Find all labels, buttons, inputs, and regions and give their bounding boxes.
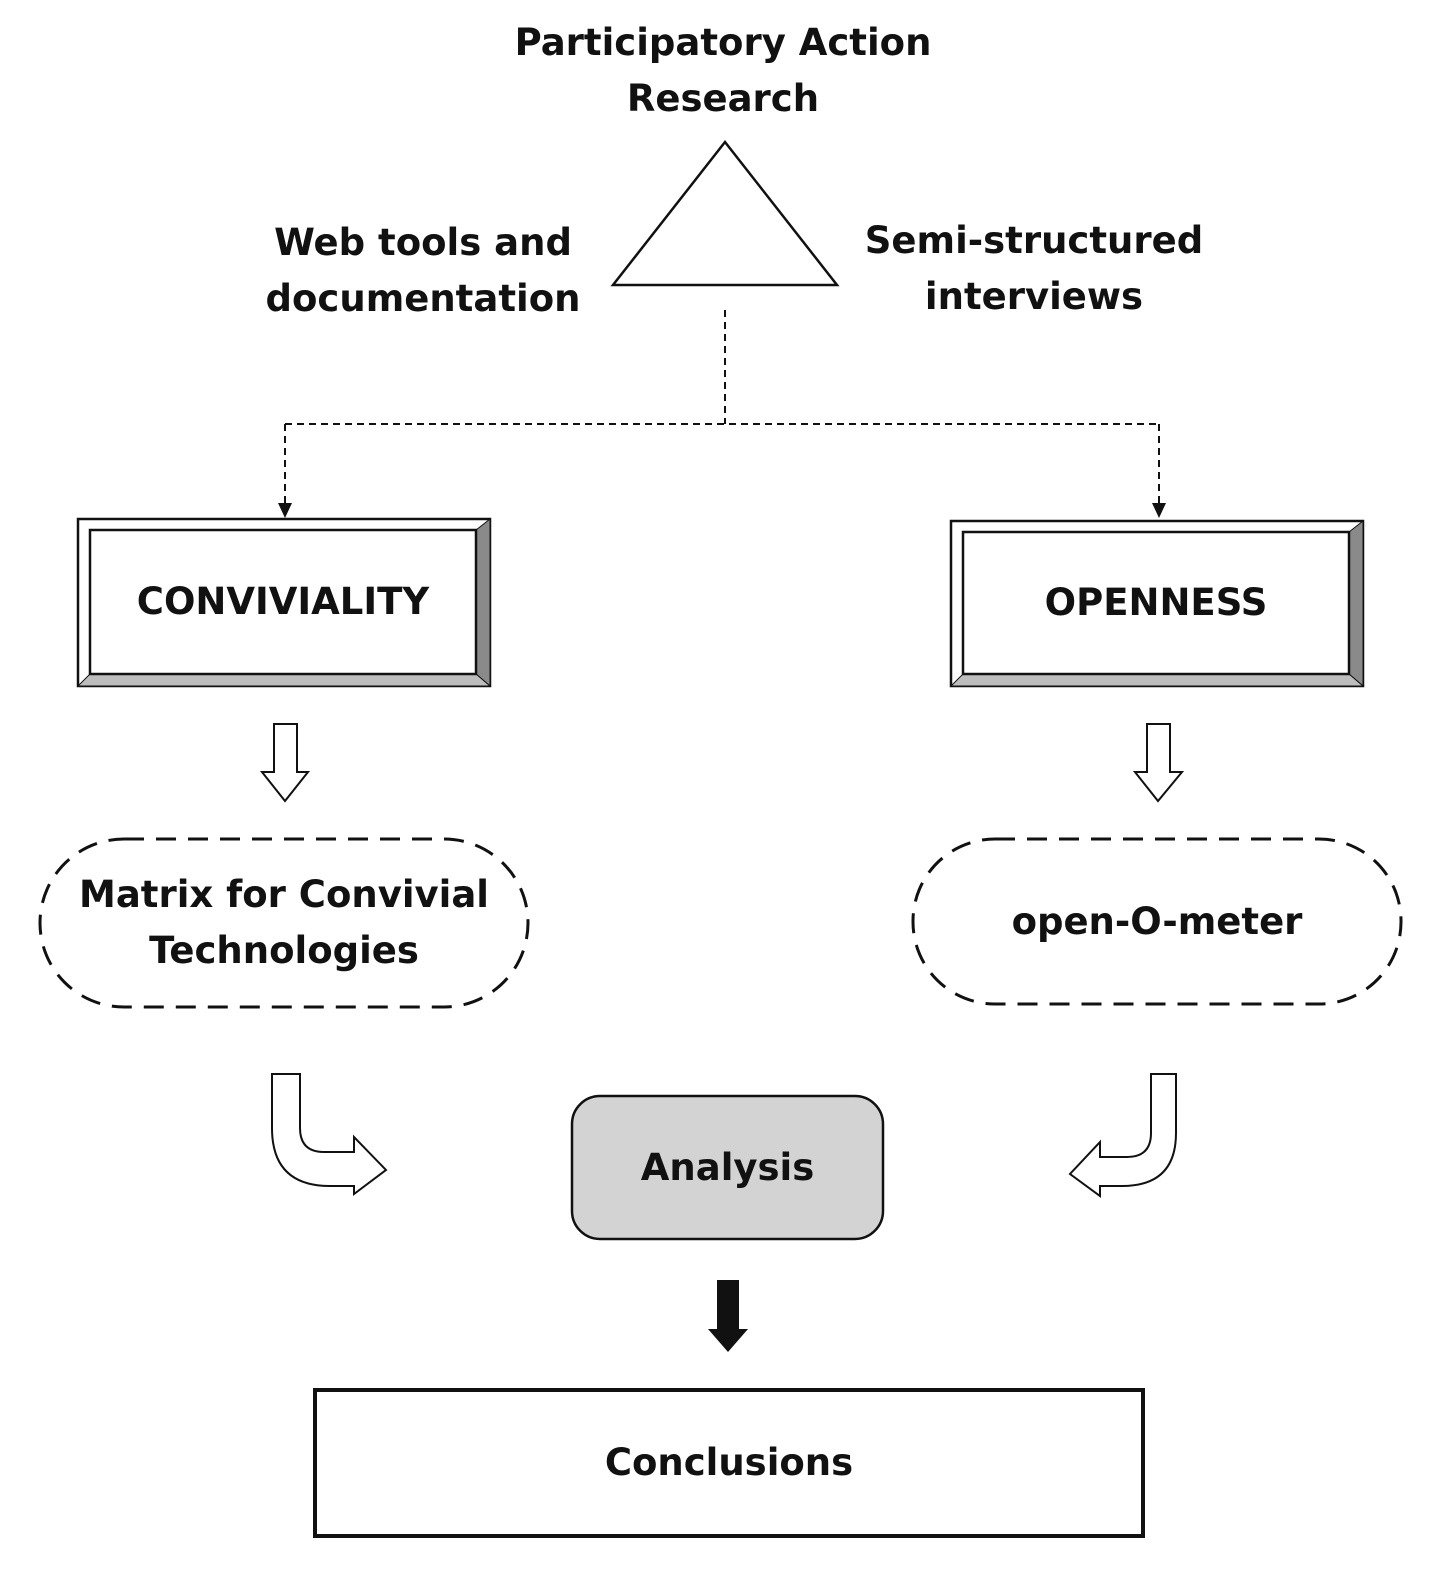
dashed-connector bbox=[284, 310, 1160, 505]
solid-down-arrow bbox=[708, 1280, 748, 1352]
semi-structured-line-1: Semi-structured bbox=[864, 219, 1204, 262]
participatory-action-research-label: Participatory Action Research bbox=[473, 15, 973, 127]
top-line-1: Participatory Action bbox=[514, 21, 932, 64]
analysis-label: Analysis bbox=[640, 1145, 815, 1189]
matrix-container bbox=[38, 837, 530, 1009]
web-tools-label: Web tools and documentation bbox=[253, 215, 593, 327]
conclusions-label: Conclusions bbox=[604, 1441, 854, 1484]
bent-arrow-right bbox=[1068, 1073, 1177, 1198]
openometer-label: open-O-meter bbox=[1011, 899, 1303, 943]
arrowhead-right bbox=[1152, 503, 1166, 518]
conviviality-box bbox=[76, 517, 492, 688]
semi-structured-line-2: interviews bbox=[924, 275, 1144, 318]
top-line-2: Research bbox=[626, 77, 820, 120]
arrowhead-left bbox=[278, 503, 292, 518]
openometer-container bbox=[911, 837, 1403, 1006]
hollow-down-arrow-right bbox=[1132, 723, 1185, 803]
triangulation-triangle bbox=[610, 139, 840, 287]
semi-structured-label: Semi-structured interviews bbox=[859, 213, 1209, 325]
conclusions-box bbox=[313, 1388, 1145, 1538]
conviviality-label: CONVIVIALITY bbox=[136, 580, 430, 623]
bent-arrow-left bbox=[271, 1073, 388, 1196]
hollow-down-arrow-left bbox=[259, 723, 311, 803]
web-tools-line-2: documentation bbox=[265, 277, 581, 320]
matrix-label: Matrix for Convivial Technologies bbox=[40, 839, 528, 1007]
matrix-line-2: Technologies bbox=[149, 929, 419, 972]
matrix-line-1: Matrix for Convivial bbox=[79, 873, 489, 916]
analysis-box bbox=[570, 1094, 885, 1241]
openness-box bbox=[949, 519, 1365, 688]
web-tools-line-1: Web tools and bbox=[274, 221, 572, 264]
openness-label: OPENNESS bbox=[1044, 581, 1268, 624]
